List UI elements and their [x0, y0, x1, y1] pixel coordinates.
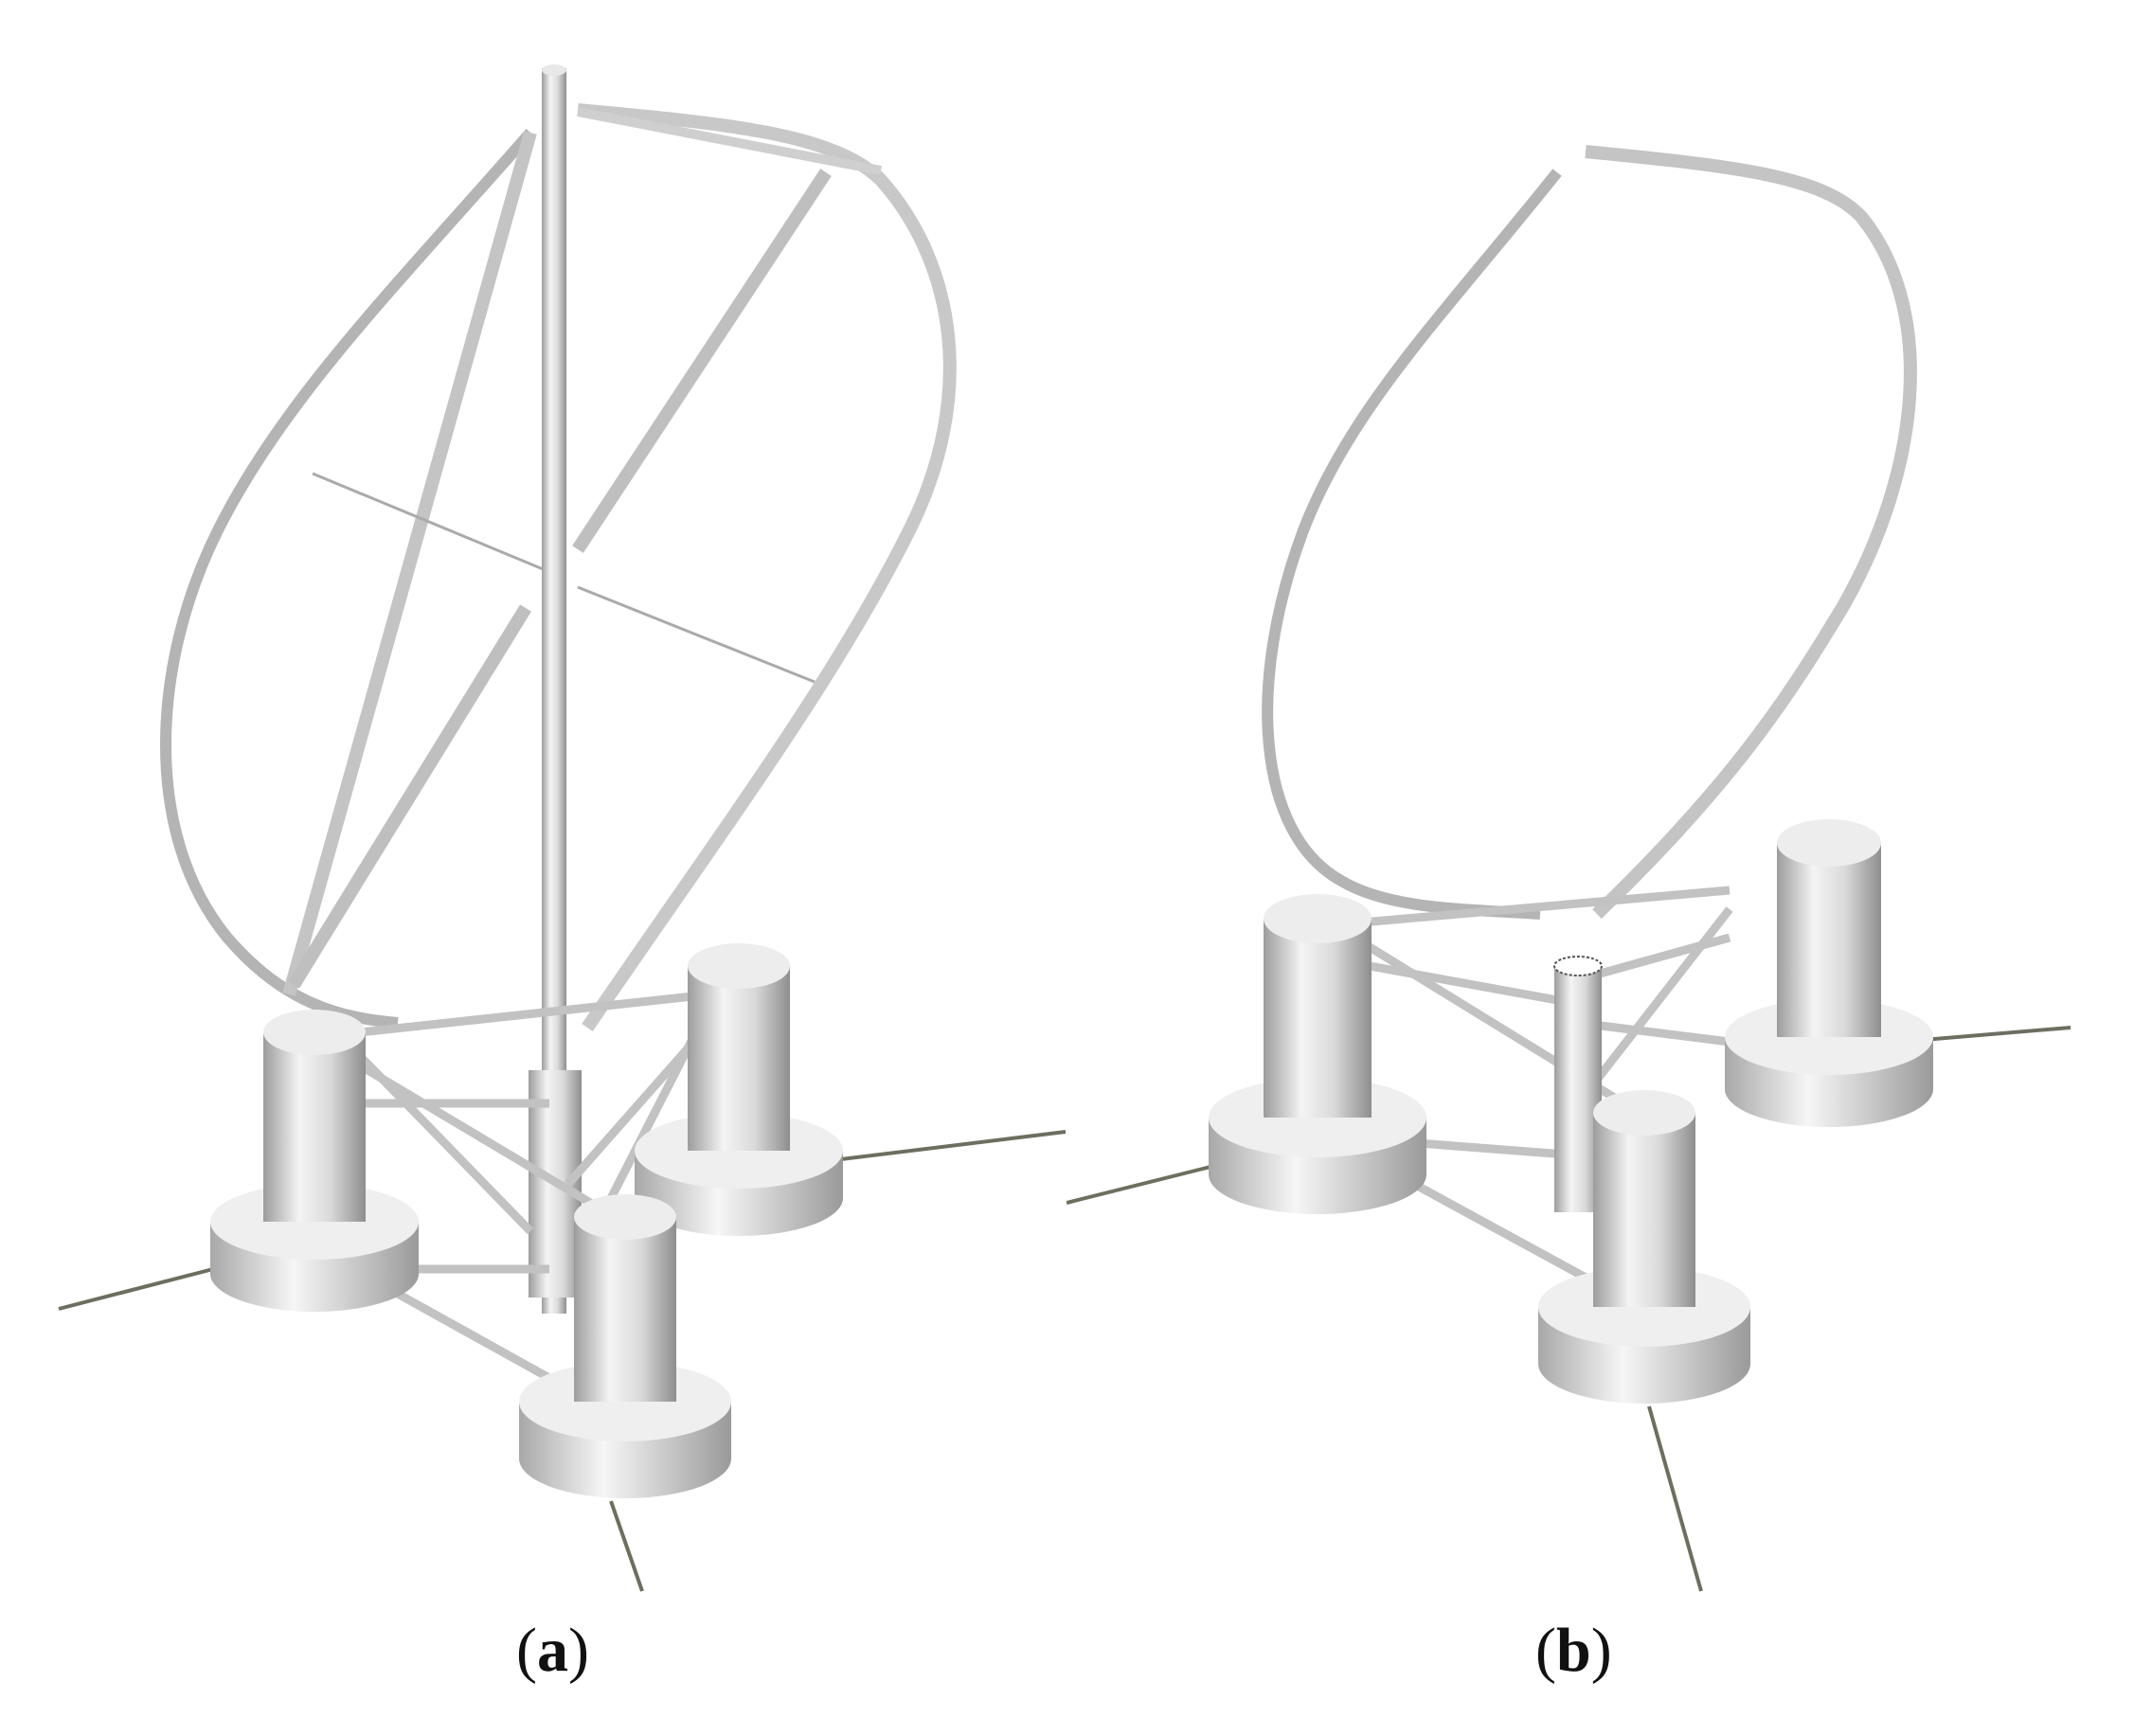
helical-blade — [160, 103, 957, 1031]
panel-label-b: (b) — [1535, 1616, 1612, 1685]
panel-label-a: (a) — [516, 1616, 589, 1685]
helical-blade — [1262, 145, 1917, 920]
panel-a: (a) — [58, 64, 1067, 1685]
turbine-with-central-shaft-icon — [58, 64, 1067, 1592]
panel-b: (b) — [1067, 0, 2133, 1736]
float-column-left — [210, 1010, 419, 1312]
turbine-without-shaft-icon — [1067, 145, 2071, 1592]
central-shaft — [529, 64, 582, 1314]
mooring-lines — [58, 1130, 1067, 1592]
float-column-right — [1725, 819, 1933, 1127]
float-column-left — [1209, 894, 1426, 1214]
float-column-front — [1538, 1090, 1750, 1404]
float-column-front — [519, 1194, 731, 1498]
float-column-right — [635, 943, 843, 1236]
